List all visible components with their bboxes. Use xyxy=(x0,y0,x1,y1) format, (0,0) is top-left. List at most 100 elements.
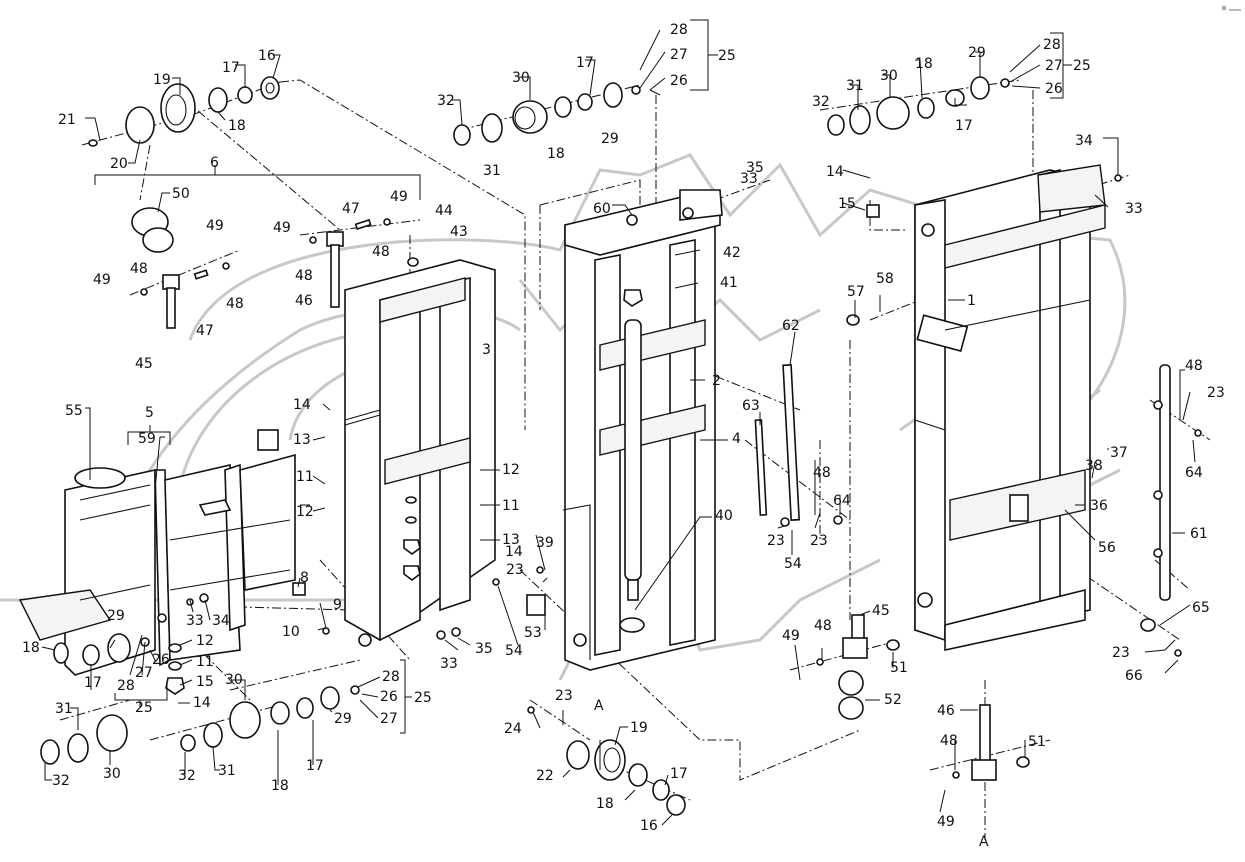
callout: 55 xyxy=(65,403,83,419)
bearing-18 xyxy=(208,87,228,113)
callout: 49 xyxy=(390,189,408,205)
callout: 58 xyxy=(876,271,894,287)
callout: 40 xyxy=(715,508,733,524)
roller-group-top-right xyxy=(827,76,1010,326)
callout: 49 xyxy=(782,628,800,644)
callout: 30 xyxy=(512,70,530,86)
callout: 32 xyxy=(812,94,830,110)
callout: 34 xyxy=(212,613,230,629)
callout: 27 xyxy=(1045,58,1063,74)
callout: 54 xyxy=(505,643,523,659)
callout: 50 xyxy=(172,186,190,202)
cylinder-41 xyxy=(624,319,642,581)
callout: 48 xyxy=(130,261,148,277)
callout: 33 xyxy=(740,171,758,187)
callout: 29 xyxy=(334,711,352,727)
callout: 18 xyxy=(228,118,246,134)
callout: 48 xyxy=(1185,358,1203,374)
callout: 35 xyxy=(475,641,493,657)
callout: 1 xyxy=(967,293,976,309)
lower-sheave-group xyxy=(436,566,686,816)
outer-mast-1 xyxy=(914,164,1122,651)
callout: 32 xyxy=(437,93,455,109)
callout: 54 xyxy=(784,556,802,572)
callout: 28 xyxy=(382,669,400,685)
callout: 25 xyxy=(718,48,736,64)
callout: 48 xyxy=(813,465,831,481)
callout: 14 xyxy=(293,397,311,413)
callout: 26 xyxy=(670,73,688,89)
callout: 23 xyxy=(1207,385,1225,401)
washer-16 xyxy=(260,76,280,100)
bolt-21 xyxy=(88,139,98,147)
callout: 23 xyxy=(810,533,828,549)
callout: 18 xyxy=(22,640,40,656)
callout: 66 xyxy=(1125,668,1143,684)
callout: 17 xyxy=(84,675,102,691)
callout: 38 xyxy=(1085,458,1103,474)
callout: 45 xyxy=(872,603,890,619)
callout: 56 xyxy=(1098,540,1116,556)
callout: 28 xyxy=(117,678,135,694)
callout: 24 xyxy=(504,721,522,737)
callout: 8 xyxy=(300,570,309,586)
callout: 46 xyxy=(937,703,955,719)
callout: 42 xyxy=(723,245,741,261)
callout: 17 xyxy=(576,55,594,71)
callout: 53 xyxy=(524,625,542,641)
callout-labels: 21 20 19 17 16 18 6 50 48 49 49 48 47 45… xyxy=(22,22,1225,850)
callout: 16 xyxy=(258,48,276,64)
callout: 2 xyxy=(712,373,721,389)
callout: 14 xyxy=(505,544,523,560)
callout: 26 xyxy=(152,652,170,668)
callout: 48 xyxy=(940,733,958,749)
callout: 15 xyxy=(838,196,856,212)
callout: 30 xyxy=(880,68,898,84)
sheave-group-top-left xyxy=(88,76,280,147)
rod-61 xyxy=(1140,364,1202,657)
callout: 39 xyxy=(536,535,554,551)
callout: 18 xyxy=(596,796,614,812)
callout: 11 xyxy=(296,469,314,485)
callout: 18 xyxy=(915,56,933,72)
plate-20 xyxy=(125,106,155,144)
callout: 62 xyxy=(782,318,800,334)
callout: 48 xyxy=(295,268,313,284)
callout: 61 xyxy=(1190,526,1208,542)
callout: 21 xyxy=(58,112,76,128)
callout: 10 xyxy=(282,624,300,640)
callout: 17 xyxy=(222,60,240,76)
callout: 47 xyxy=(342,201,360,217)
callout: 52 xyxy=(884,692,902,708)
callout: 41 xyxy=(720,275,738,291)
callout: 22 xyxy=(536,768,554,784)
callout: 9 xyxy=(333,597,342,613)
callout: 49 xyxy=(206,218,224,234)
callout: 48 xyxy=(226,296,244,312)
callout: 31 xyxy=(483,163,501,179)
callout: 49 xyxy=(93,272,111,288)
callout: 6 xyxy=(210,155,219,171)
callout: 4 xyxy=(732,431,741,447)
callout: 16 xyxy=(640,818,658,834)
callout: 29 xyxy=(601,131,619,147)
callout: 44 xyxy=(435,203,453,219)
callout: 17 xyxy=(670,766,688,782)
callout: 11 xyxy=(196,654,214,670)
callout: 64 xyxy=(1185,465,1203,481)
callout: 12 xyxy=(296,504,314,520)
callout: 5 xyxy=(145,405,154,421)
callout: A xyxy=(979,834,989,850)
callout: 48 xyxy=(814,618,832,634)
callout: 20 xyxy=(110,156,128,172)
callout: 25 xyxy=(135,700,153,716)
callout: 34 xyxy=(1075,133,1093,149)
callout: 37 xyxy=(1110,445,1128,461)
callout: 49 xyxy=(937,814,955,830)
callout: 47 xyxy=(196,323,214,339)
callout: 51 xyxy=(890,660,908,676)
callout: 27 xyxy=(135,665,153,681)
callout: 12 xyxy=(196,633,214,649)
carriage-5 xyxy=(18,429,330,676)
